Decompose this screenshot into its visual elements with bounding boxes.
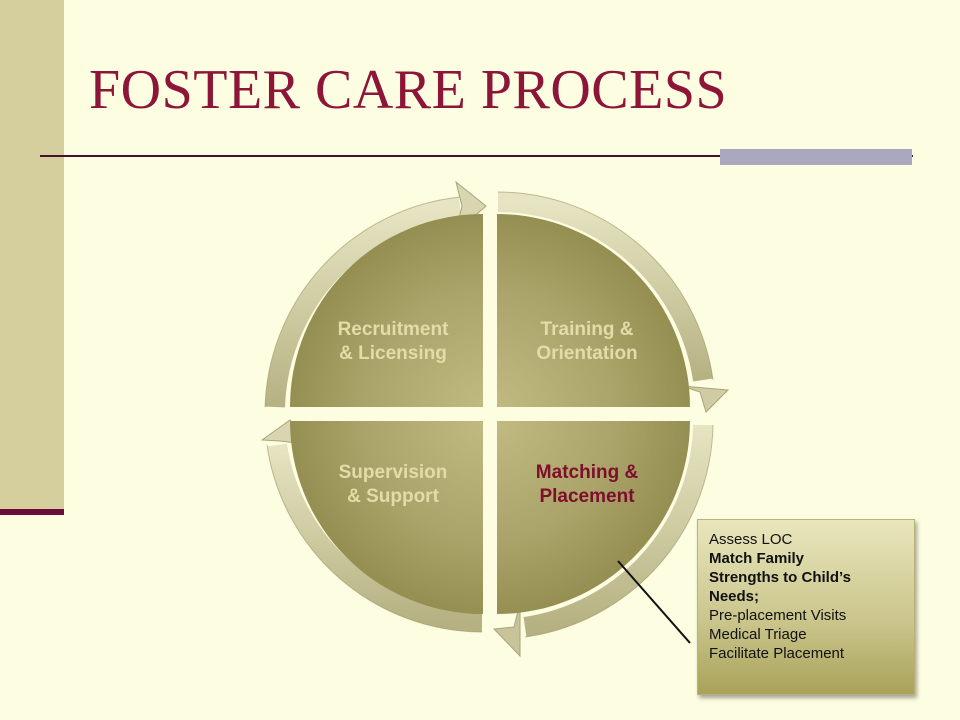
callout-line-preplacement-visits: Pre-placement Visits (709, 607, 847, 624)
quadrant-label-recruitment: Recruitment & Licensing (298, 318, 488, 366)
quadrant-label-matching-line2: Placement (539, 486, 635, 507)
ring-arc-bottom-left (267, 443, 483, 632)
callout-line-match-family: Match Family (709, 550, 805, 567)
ring-arc-top-right (497, 192, 713, 382)
cycle-ring (265, 192, 713, 637)
arrow-head-right (681, 385, 730, 413)
quadrant-label-supervision: Supervision & Support (298, 461, 488, 509)
quadrant-training (497, 214, 690, 407)
quadrant-label-training-line2: Orientation (536, 343, 638, 364)
ring-arc-top-left (265, 197, 462, 408)
slide-title: FOSTER CARE PROCESS (89, 59, 728, 121)
cycle-ring-edge (264, 191, 714, 638)
callout-line-assess-loc: Assess LOC (709, 531, 793, 548)
callout-line-medical-triage: Medical Triage (709, 626, 807, 643)
left-accent-bar-base (0, 509, 64, 515)
left-accent-bar (0, 0, 64, 512)
quadrant-supervision (290, 421, 483, 614)
quadrant-label-recruitment-line1: Recruitment (337, 319, 449, 340)
title-divider (40, 155, 913, 157)
callout-line-needs: Needs; (709, 588, 760, 605)
quadrant-label-training: Training & Orientation (492, 318, 682, 366)
callout-connector-line (617, 560, 691, 644)
arrow-head-bottom (492, 602, 521, 658)
quadrant-recruitment (290, 214, 483, 407)
quadrant-label-supervision-line2: & Support (347, 486, 439, 507)
quadrant-label-training-line1: Training & (540, 319, 634, 340)
callout-line-facilitate-placement: Facilitate Placement (709, 645, 845, 662)
quadrant-label-supervision-line1: Supervision (338, 462, 448, 483)
quadrant-matching (497, 421, 690, 614)
quadrant-label-matching: Matching & Placement (492, 461, 682, 509)
quadrant-label-matching-line1: Matching & (535, 462, 639, 483)
matching-details-callout: Assess LOC Match Family Strengths to Chi… (697, 519, 915, 695)
callout-line-strengths: Strengths to Child’s (709, 569, 851, 586)
quadrant-label-recruitment-line2: & Licensing (339, 343, 447, 364)
title-divider-accent (720, 149, 912, 165)
ring-arc-bottom-right (523, 424, 713, 637)
